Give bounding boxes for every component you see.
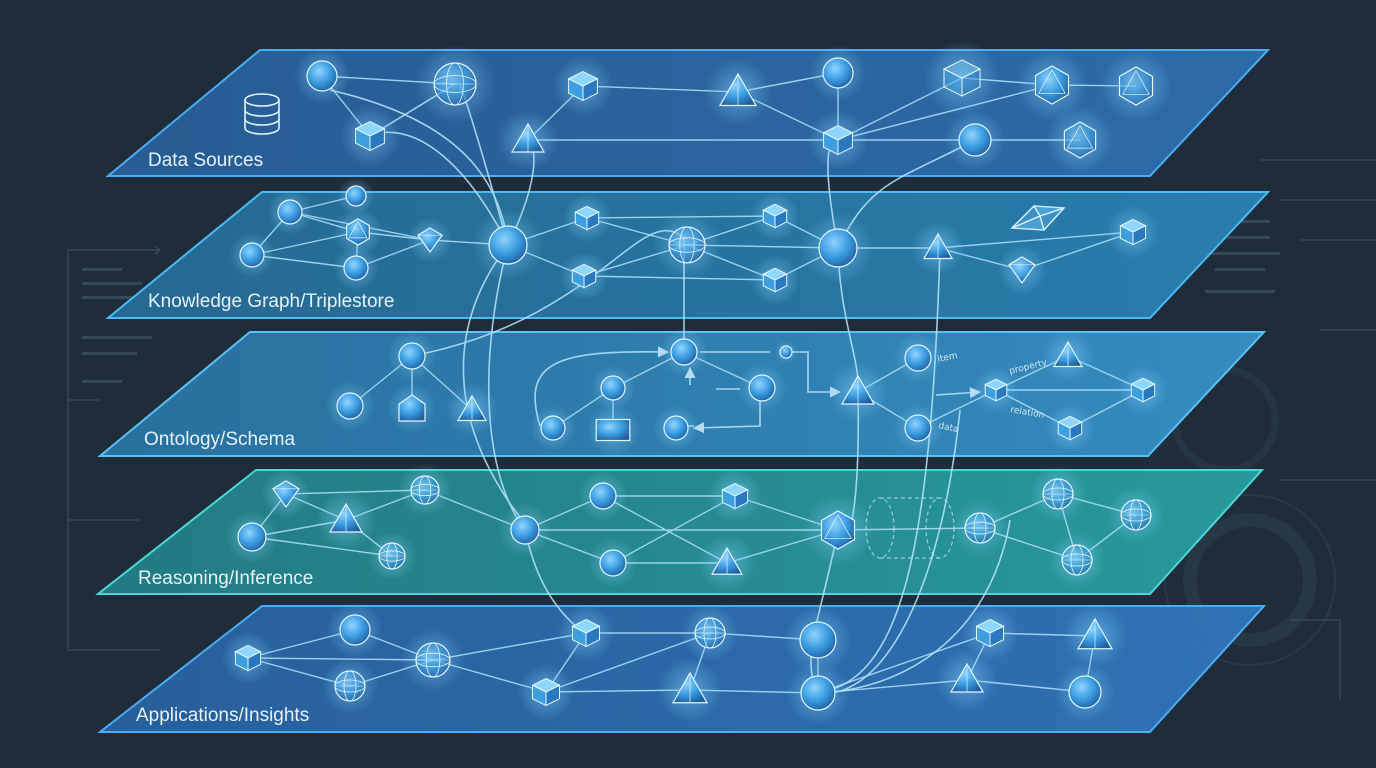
node-a3-cube [339,105,401,167]
layer-label-reasoning: Reasoning/Inference [138,568,313,589]
node-b5-sphere [333,245,379,291]
node-c18-cube [1045,403,1095,453]
node-d7-sphere [578,471,628,521]
node-b11-cube [750,191,800,241]
node-d6-sphereBig [498,503,552,557]
node-b6-gem [407,217,453,263]
layer-label-data-sources: Data Sources [148,150,263,171]
node-c17-cube [1118,365,1168,415]
node-e11-cube [961,604,1019,662]
node-b10-wire [652,210,722,280]
node-b16-cube [1106,205,1160,259]
node-c15-cube [973,367,1019,413]
node-b15-gem [997,245,1047,295]
node-c5-sphere [659,327,709,377]
node-b2-sphere [337,177,375,215]
node-b13-sphereBig [801,211,875,285]
node-e7-cube [517,663,575,721]
node-d12-wire [951,499,1009,557]
edge-a11-a8 [837,84,1053,141]
node-a7-cubeWire [924,40,1000,116]
node-c13-sphere [893,333,943,383]
node-b8-cube [562,193,612,243]
envelope-shape [1010,205,1066,231]
node-a9-hexWire [1099,49,1173,123]
node-d5-wire [367,531,417,581]
node-e1-cube [221,631,275,685]
node-a6-sphere [809,44,867,102]
node-c4-tri [445,383,499,437]
node-b9-cube [559,251,609,301]
node-e12-tri [1062,603,1128,669]
node-e10-sphere [785,660,851,726]
layer-label-knowledge-graph: Knowledge Graph/Triplestore [148,291,394,312]
node-c3-pent [387,383,437,433]
layer-label-ontology: Ontology/Schema [144,429,295,450]
node-e6-wire [681,604,739,662]
node-c14-sphere [893,403,943,453]
node-a5-tri [703,57,773,127]
node-c2-sphere [325,381,375,431]
node-e2-sphere [326,601,384,659]
layer-label-applications: Applications/Insights [136,705,309,726]
node-d10-tri [698,534,756,592]
node-c8-sphere [530,405,576,451]
node-b14-tri [911,221,965,275]
node-d8-cube [708,469,762,523]
node-d11-hex [801,493,875,567]
node-b7-sphereBig [471,208,545,282]
node-c6-sphere [590,365,636,411]
node-c12-tri [827,361,889,423]
node-c10-sphere [653,405,699,451]
node-b1-sphere [267,189,313,235]
node-a4-cube [552,55,614,117]
node-a11-cube [807,109,869,171]
node-e13-tri [936,649,998,711]
node-e3-wire [400,627,466,693]
node-d4-tri [315,489,377,551]
node-d1-gem [261,469,311,519]
node-e4-wire [321,657,379,715]
node-e8-tri [657,657,723,723]
edge-e7-e6 [545,632,711,693]
node-d9-sphere [588,538,638,588]
node-d15-wire [1048,531,1106,589]
edge-label-data: data [937,421,959,435]
node-e14-sphere [1054,661,1116,723]
node-a13-hexWire [1045,105,1115,175]
node-c7-sphere [737,363,787,413]
node-b4-sphere [229,232,275,278]
node-d13-wire [1029,465,1087,523]
node-a2-wire [415,44,495,124]
node-d2-wire [398,463,452,517]
node-b12-cube [750,255,800,305]
node-e9-sphere [783,605,853,675]
node-a1-sphere [293,47,351,105]
node-d14-wire [1107,486,1165,544]
node-d3-sphere [225,510,279,564]
node-e5-cube [557,604,615,662]
node-a10-tri [497,109,559,171]
nodes [221,40,1173,726]
node-c1-sphere [387,331,437,381]
edge-b14-b16 [937,231,1134,249]
node-c11-sphereSmall [774,340,798,364]
node-c9-rect [586,403,640,457]
database-icon [244,93,280,135]
node-c16-tri [1041,329,1095,383]
node-a12-sphere [944,109,1006,171]
node-a8-hex [1015,48,1089,122]
node-b3-hex [333,207,383,257]
